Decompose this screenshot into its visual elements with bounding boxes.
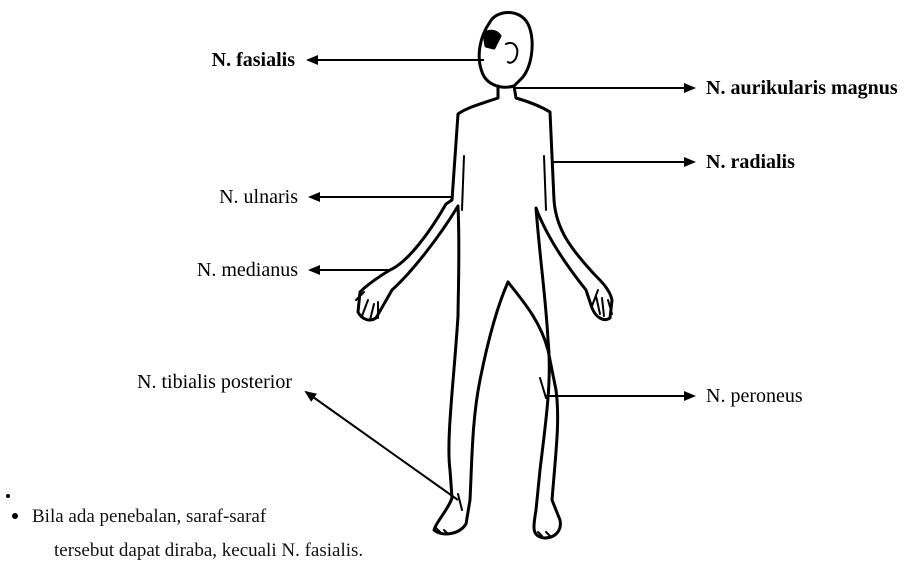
knee-marker bbox=[540, 378, 546, 398]
label-n-medianus: N. medianus bbox=[197, 258, 298, 282]
footnote: Bila ada penebalan, saraf-saraf tersebut… bbox=[4, 494, 363, 568]
body-outline bbox=[356, 13, 612, 539]
label-n-aurikularis-magnus: N. aurikularis magnus bbox=[706, 76, 898, 100]
label-n-tibialis-posterior: N. tibialis posterior bbox=[137, 370, 292, 394]
inner-arm-right bbox=[544, 156, 546, 210]
note-line-1: Bila ada penebalan, saraf-saraf bbox=[32, 506, 266, 527]
pointer-arrows bbox=[306, 60, 694, 500]
stray-dot bbox=[6, 494, 10, 498]
label-n-ulnaris: N. ulnaris bbox=[219, 185, 298, 209]
label-n-fasialis: N. fasialis bbox=[212, 48, 295, 72]
arrow-tibialis bbox=[306, 392, 458, 500]
inner-arm-left bbox=[462, 156, 464, 210]
label-n-radialis: N. radialis bbox=[706, 150, 795, 174]
ear bbox=[506, 43, 517, 63]
body-left-contour bbox=[358, 86, 508, 534]
label-n-peroneus: N. peroneus bbox=[706, 384, 803, 408]
body-right-contour bbox=[508, 86, 612, 538]
note-line-2: tersebut dapat diraba, kecuali N. fasial… bbox=[4, 534, 363, 568]
face-mark bbox=[484, 31, 500, 48]
head bbox=[479, 13, 532, 88]
ankle-marker bbox=[458, 494, 462, 510]
bullet-icon bbox=[12, 513, 18, 519]
